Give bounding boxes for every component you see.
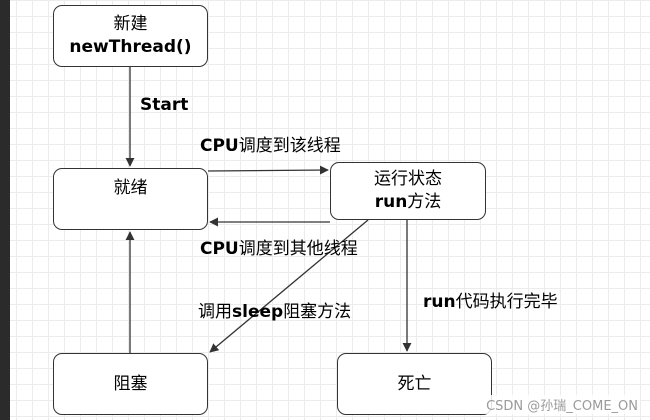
state-running-box: 运行状态 run方法 — [330, 162, 486, 220]
watermark: CSDN @孙瑞_COME_ON — [484, 395, 640, 414]
edge-label-sleep-bold: sleep — [232, 302, 284, 322]
arrow-cpu-schedule — [207, 165, 329, 175]
state-running-method-name: run — [374, 192, 408, 212]
state-dead-box: 死亡 — [337, 353, 492, 415]
edge-label-cpu-other: CPU调度到其他线程 — [200, 234, 358, 259]
state-running-title: 运行状态 — [374, 169, 442, 189]
state-blocked-box: 阻塞 — [53, 353, 208, 415]
state-dead-title: 死亡 — [397, 373, 432, 394]
edge-label-cpu-schedule: CPU调度到该线程 — [200, 131, 341, 156]
state-ready-box: 就绪 — [53, 168, 208, 230]
state-new-box: 新建 newThread() — [53, 5, 208, 67]
edge-label-cpu-schedule-rest: 调度到该线程 — [238, 136, 341, 156]
state-new-method: newThread() — [69, 37, 192, 57]
edge-label-run-done-bold: run — [423, 292, 456, 312]
edge-label-run-done-rest: 代码执行完毕 — [455, 292, 558, 312]
window-frame-edge — [0, 0, 10, 420]
edge-label-run-done: run代码执行完毕 — [423, 287, 558, 312]
arrow-sleep — [209, 219, 369, 353]
state-running-method-suffix: 方法 — [407, 192, 442, 212]
edge-label-start: Start — [140, 95, 189, 115]
edge-label-cpu-other-bold: CPU — [200, 239, 239, 259]
edge-label-cpu-other-rest: 调度到其他线程 — [238, 239, 358, 259]
state-blocked-title: 阻塞 — [113, 373, 148, 394]
state-new-title: 新建 — [113, 14, 148, 34]
edge-label-sleep-pre: 调用 — [198, 302, 232, 322]
state-running-method: run方法 — [375, 191, 442, 214]
state-ready-title: 就绪 — [113, 178, 148, 198]
edge-label-sleep: 调用sleep阻塞方法 — [198, 297, 351, 322]
edge-label-cpu-schedule-bold: CPU — [200, 136, 239, 156]
edge-label-sleep-rest: 阻塞方法 — [283, 302, 352, 322]
